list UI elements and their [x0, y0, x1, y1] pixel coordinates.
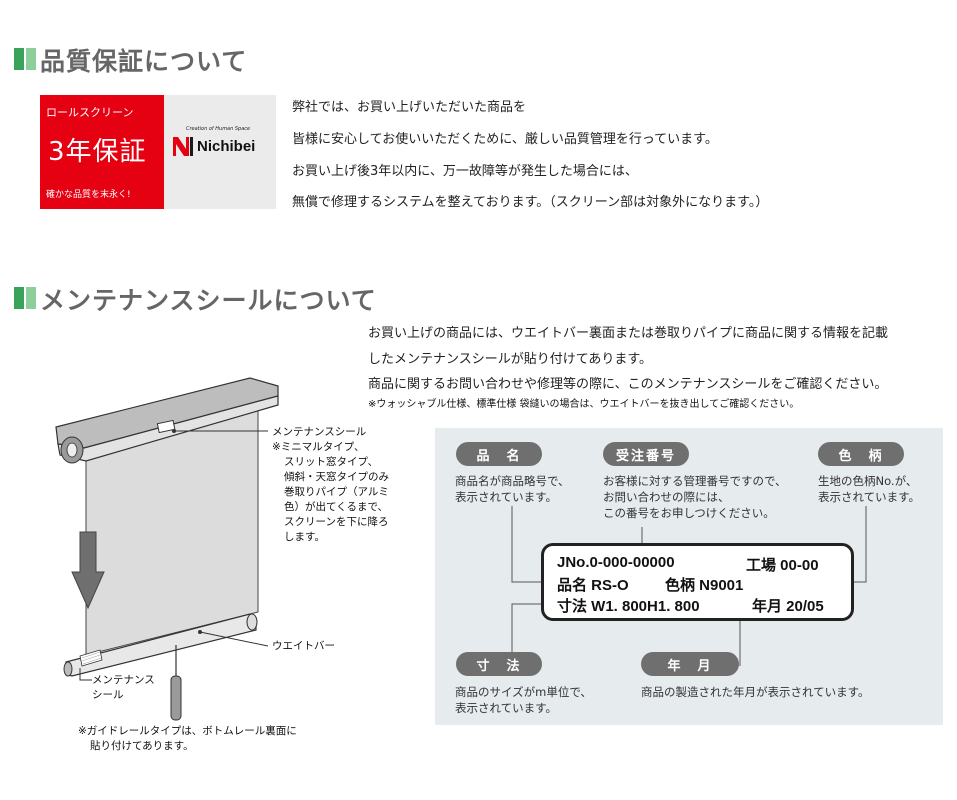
desc-sunpo-2: 表示されています。	[455, 701, 558, 715]
callout-top-line-5: 巻取りパイプ（アルミ	[284, 486, 389, 498]
seal-date: 年月 20/05	[752, 598, 824, 615]
pill-juchu: 受注番号	[603, 442, 689, 466]
pill-nengetsu: 年 月	[641, 652, 739, 676]
callout-top-line-3: スリット窓タイプ、	[284, 456, 379, 468]
logo-wordmark: Nichibei	[197, 137, 256, 155]
pill-hinmei: 品 名	[456, 442, 542, 466]
maintenance-paragraph-line-3: 商品に関するお問い合わせや修理等の際に、このメンテナンスシールをご確認ください。	[368, 377, 888, 392]
desc-hinmei-1: 商品名が商品略号で、	[455, 474, 570, 488]
seal-job-number: JNo.0-000-00000	[557, 554, 675, 571]
section-mark-icon	[14, 48, 36, 70]
callout-bottom-line-2: シール	[92, 689, 124, 701]
section-mark-icon	[14, 287, 36, 309]
badge-bottom: 確かな品質を末永く!	[46, 190, 131, 200]
callout-top-line-8: します。	[284, 531, 325, 543]
callout-weight-bar: ウエイトバー	[272, 640, 335, 652]
nichibei-logo: Creation of Human Space Nichibei	[172, 126, 256, 157]
callout-top-line-2: ※ミニマルタイプ、	[272, 441, 365, 453]
maintenance-paragraph-line-2: したメンテナンスシールが貼り付けてあります。	[368, 352, 653, 367]
seal-product-name: 品名 RS-O	[557, 577, 629, 594]
desc-iro-2: 表示されています。	[818, 490, 921, 504]
desc-sunpo-1: 商品のサイズがm単位で、	[455, 685, 592, 699]
desc-juchu-1: お客様に対する管理番号ですので、	[603, 474, 787, 488]
seal-factory: 工場 00-00	[746, 557, 819, 574]
quality-paragraph-line-2: 皆様に安心してお使いいただくために、厳しい品質管理を行っています。	[292, 132, 718, 147]
seal-color: 色柄 N9001	[665, 577, 744, 594]
badge-main: 3年保証	[48, 137, 147, 167]
quality-section-title: 品質保証について	[40, 47, 248, 76]
pill-iro: 色 柄	[818, 442, 904, 466]
maintenance-section-title: メンテナンスシールについて	[40, 286, 377, 315]
badge-top-label: ロールスクリーン	[46, 106, 134, 119]
seal-size: 寸法 W1. 800H1. 800	[557, 598, 700, 615]
warranty-badge-red: ロールスクリーン 3年保証 確かな品質を末永く!	[40, 95, 164, 209]
callout-top-line-4: 傾斜・天窓タイプのみ	[284, 471, 389, 483]
desc-iro-1: 生地の色柄No.が、	[818, 474, 918, 488]
pill-sunpo: 寸 法	[456, 652, 542, 676]
nichibei-n-icon	[173, 137, 193, 156]
logo-tagline: Creation of Human Space	[186, 126, 251, 132]
footnote-line-1: ※ガイドレールタイプは、ボトムレール裏面に	[78, 725, 297, 737]
callout-bottom-line-1: メンテナンス	[92, 674, 155, 686]
footnote-line-2: 貼り付けてあります。	[90, 740, 194, 752]
quality-paragraph-line-1: 弊社では、お買い上げいただいた商品を	[292, 100, 527, 115]
callout-top-line-1: メンテナンスシール	[272, 426, 367, 438]
maintenance-note: ※ウォッシャブル仕様、標準仕様 袋縫いの場合は、ウエイトバーを抜き出してご確認く…	[368, 399, 800, 410]
desc-juchu-3: この番号をお申しつけください。	[603, 506, 775, 520]
maintenance-paragraph-line-1: お買い上げの商品には、ウエイトバー裏面または巻取りパイプに商品に関する情報を記載	[368, 326, 889, 341]
desc-juchu-2: お問い合わせの際には、	[603, 490, 730, 504]
desc-nengetsu-1: 商品の製造された年月が表示されています。	[641, 685, 870, 699]
desc-hinmei-2: 表示されています。	[455, 490, 558, 504]
callout-top-line-7: スクリーンを下に降ろ	[284, 516, 389, 528]
quality-paragraph-line-4: 無償で修理するシステムを整えております。（スクリーン部は対象外になります。）	[292, 195, 769, 210]
callout-top-line-6: 色）が出てくるまで、	[284, 501, 389, 513]
quality-paragraph-line-3: お買い上げ後3年以内に、万一故障等が発生した場合には、	[292, 164, 638, 179]
maintenance-seal-sample: JNo.0-000-00000 工場 00-00 品名 RS-O 色柄 N900…	[541, 543, 854, 621]
